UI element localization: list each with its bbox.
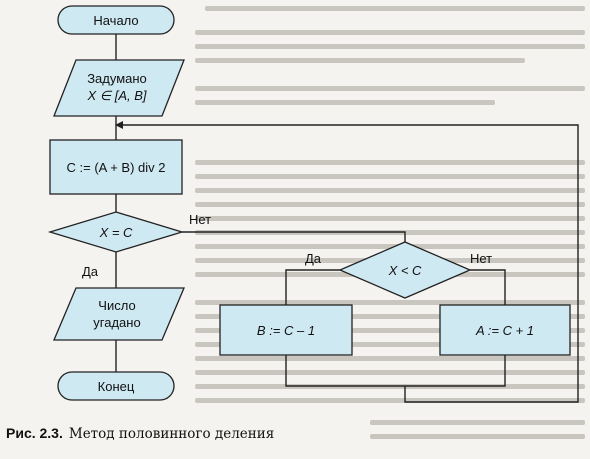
process-compute-mid-label: C := (A + B) div 2	[67, 160, 166, 175]
decision-equal-yes-label: Да	[82, 264, 99, 279]
input-label-line1: Задумано	[87, 71, 147, 86]
figure-caption: Рис. 2.3. Метод половинного деления	[6, 425, 274, 442]
decision-less-no-label: Нет	[470, 251, 492, 266]
loop-back-arrow	[115, 121, 579, 403]
connector-eq-no	[182, 231, 406, 242]
decision-less-label: X < C	[388, 263, 422, 278]
decision-equal-label: X = C	[99, 225, 133, 240]
connector-lines	[115, 34, 579, 403]
end-label: Конец	[98, 379, 135, 394]
connector-lt-no	[470, 269, 506, 305]
start-label: Начало	[93, 13, 138, 28]
input-parallelogram	[53, 59, 185, 117]
start-terminator	[57, 5, 175, 35]
figure-title: Метод половинного деления	[68, 426, 275, 442]
process-set-b	[219, 304, 353, 356]
input-label-line2: X ∈ [A, B]	[86, 88, 146, 103]
process-compute-mid	[49, 139, 183, 195]
end-terminator	[57, 371, 175, 401]
decision-equal-no-label: Нет	[189, 212, 211, 227]
connector-merge-left	[285, 355, 506, 387]
output-label-line2: угадано	[93, 315, 140, 330]
process-set-a	[439, 304, 571, 356]
decision-less-yes-label: Да	[305, 251, 322, 266]
output-label-line1: Число	[98, 298, 135, 313]
decision-less	[338, 241, 472, 299]
decision-equal	[47, 211, 185, 253]
figure-number: Рис. 2.3.	[6, 425, 63, 441]
process-set-a-label: A := C + 1	[475, 323, 534, 338]
output-parallelogram	[53, 287, 185, 341]
connector-lt-yes	[285, 269, 340, 305]
process-set-b-label: B := C – 1	[257, 323, 315, 338]
